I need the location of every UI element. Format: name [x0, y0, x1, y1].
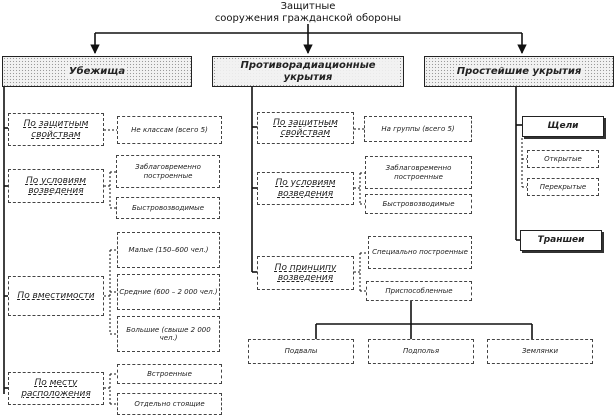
anti-radiation-principle-adapted-text: Приспособленные: [385, 286, 453, 295]
shelters-location-standalone-text: Отдельно стоящие: [134, 399, 205, 408]
shelters-location-item-built-in: Встроенные: [117, 364, 222, 384]
adapted-type-crawlspaces: Подполья: [368, 339, 474, 364]
anti-radiation-principle-special-text: Специально построенные: [372, 248, 468, 257]
header-simple-shelters-label: Простейшие укрытия: [454, 65, 584, 78]
shelters-by-protection: По защитным свойствам: [8, 113, 104, 146]
anti-radiation-by-construction-label: По условиям возведения: [275, 178, 336, 199]
anti-radiation-construction-item-prebuilt: Заблаговременно построенные: [365, 156, 472, 189]
adapted-type-basements: Подвалы: [248, 339, 354, 364]
anti-radiation-by-protection: По защитным свойствам: [257, 112, 354, 144]
title-line-2: сооружения гражданской обороны: [214, 12, 402, 24]
shelters-capacity-item-large: Большие (свыше 2 000 чел.): [117, 316, 220, 352]
adapted-type-crawlspaces-text: Подполья: [402, 347, 440, 356]
anti-radiation-protection-group-text: На группы (всего 5): [381, 124, 455, 133]
slits-open-text: Открытые: [544, 154, 582, 163]
shelters-capacity-small-text: Малые (150–600 чел.): [128, 245, 209, 254]
anti-radiation-construction-prebuilt-text: Заблаговременно построенные: [385, 164, 452, 181]
adapted-type-dugouts: Землянки: [487, 339, 593, 364]
shelters-by-protection-label: По защитным свойствам: [23, 119, 89, 140]
shelters-protection-class-item: Не классам (всего 5): [117, 116, 222, 144]
anti-radiation-by-principle: По принципу возведения: [257, 256, 354, 290]
shelters-protection-class-text: Не классам (всего 5): [131, 125, 208, 134]
shelters-by-location: По месту расположения: [8, 372, 104, 405]
simple-slits: Щели: [522, 116, 604, 137]
anti-radiation-by-construction: По условиям возведения: [257, 172, 354, 205]
shelters-by-construction: По условиям возведения: [8, 169, 104, 203]
anti-radiation-by-protection-label: По защитным свойствам: [273, 117, 338, 138]
header-anti-radiation: Противорадиационные укрытия: [212, 56, 404, 87]
shelters-by-capacity: По вместимости: [8, 276, 104, 316]
adapted-type-dugouts-text: Землянки: [521, 347, 559, 356]
slits-covered-text: Перекрытые: [539, 182, 587, 191]
anti-radiation-construction-item-quick: Быстровозводимые: [365, 194, 472, 214]
anti-radiation-protection-group-item: На группы (всего 5): [364, 116, 472, 142]
shelters-by-location-label: По месту расположения: [21, 378, 91, 399]
shelters-capacity-item-small: Малые (150–600 чел.): [117, 232, 220, 268]
shelters-construction-item-prebuilt: Заблаговременно построенные: [116, 155, 220, 188]
shelters-capacity-medium-text: Средние (600 – 2 000 чел.): [119, 287, 218, 296]
shelters-location-built-in-text: Встроенные: [147, 369, 192, 378]
anti-radiation-principle-item-adapted: Приспособленные: [366, 281, 472, 301]
header-simple-shelters: Простейшие укрытия: [424, 56, 614, 87]
simple-trenches-label: Траншеи: [537, 235, 585, 246]
anti-radiation-principle-item-special: Специально построенные: [368, 236, 472, 269]
diagram-title: Защитные сооружения гражданской обороны: [210, 1, 406, 24]
shelters-location-item-standalone: Отдельно стоящие: [117, 393, 222, 415]
header-shelters-label: Убежища: [66, 65, 128, 78]
header-shelters: Убежища: [2, 56, 192, 87]
simple-slits-label: Щели: [547, 121, 579, 132]
title-line-1: Защитные: [280, 1, 336, 12]
slits-item-open: Открытые: [527, 150, 599, 168]
simple-trenches: Траншеи: [520, 230, 602, 251]
slits-item-covered: Перекрытые: [527, 178, 599, 196]
shelters-by-construction-label: По условиям возведения: [25, 175, 87, 196]
shelters-by-capacity-label: По вместимости: [17, 290, 95, 301]
adapted-type-basements-text: Подвалы: [284, 347, 318, 356]
shelters-capacity-large-text: Большие (свыше 2 000 чел.): [126, 325, 211, 342]
anti-radiation-construction-quick-text: Быстровозводимые: [382, 199, 455, 208]
shelters-construction-prebuilt-text: Заблаговременно построенные: [135, 163, 201, 180]
shelters-construction-item-quick: Быстровозводимые: [116, 197, 220, 219]
shelters-construction-quick-text: Быстровозводимые: [131, 203, 205, 212]
anti-radiation-by-principle-label: По принципу возведения: [274, 262, 337, 283]
header-anti-radiation-label: Противорадиационные укрытия: [217, 60, 399, 83]
shelters-capacity-item-medium: Средние (600 – 2 000 чел.): [117, 274, 220, 310]
